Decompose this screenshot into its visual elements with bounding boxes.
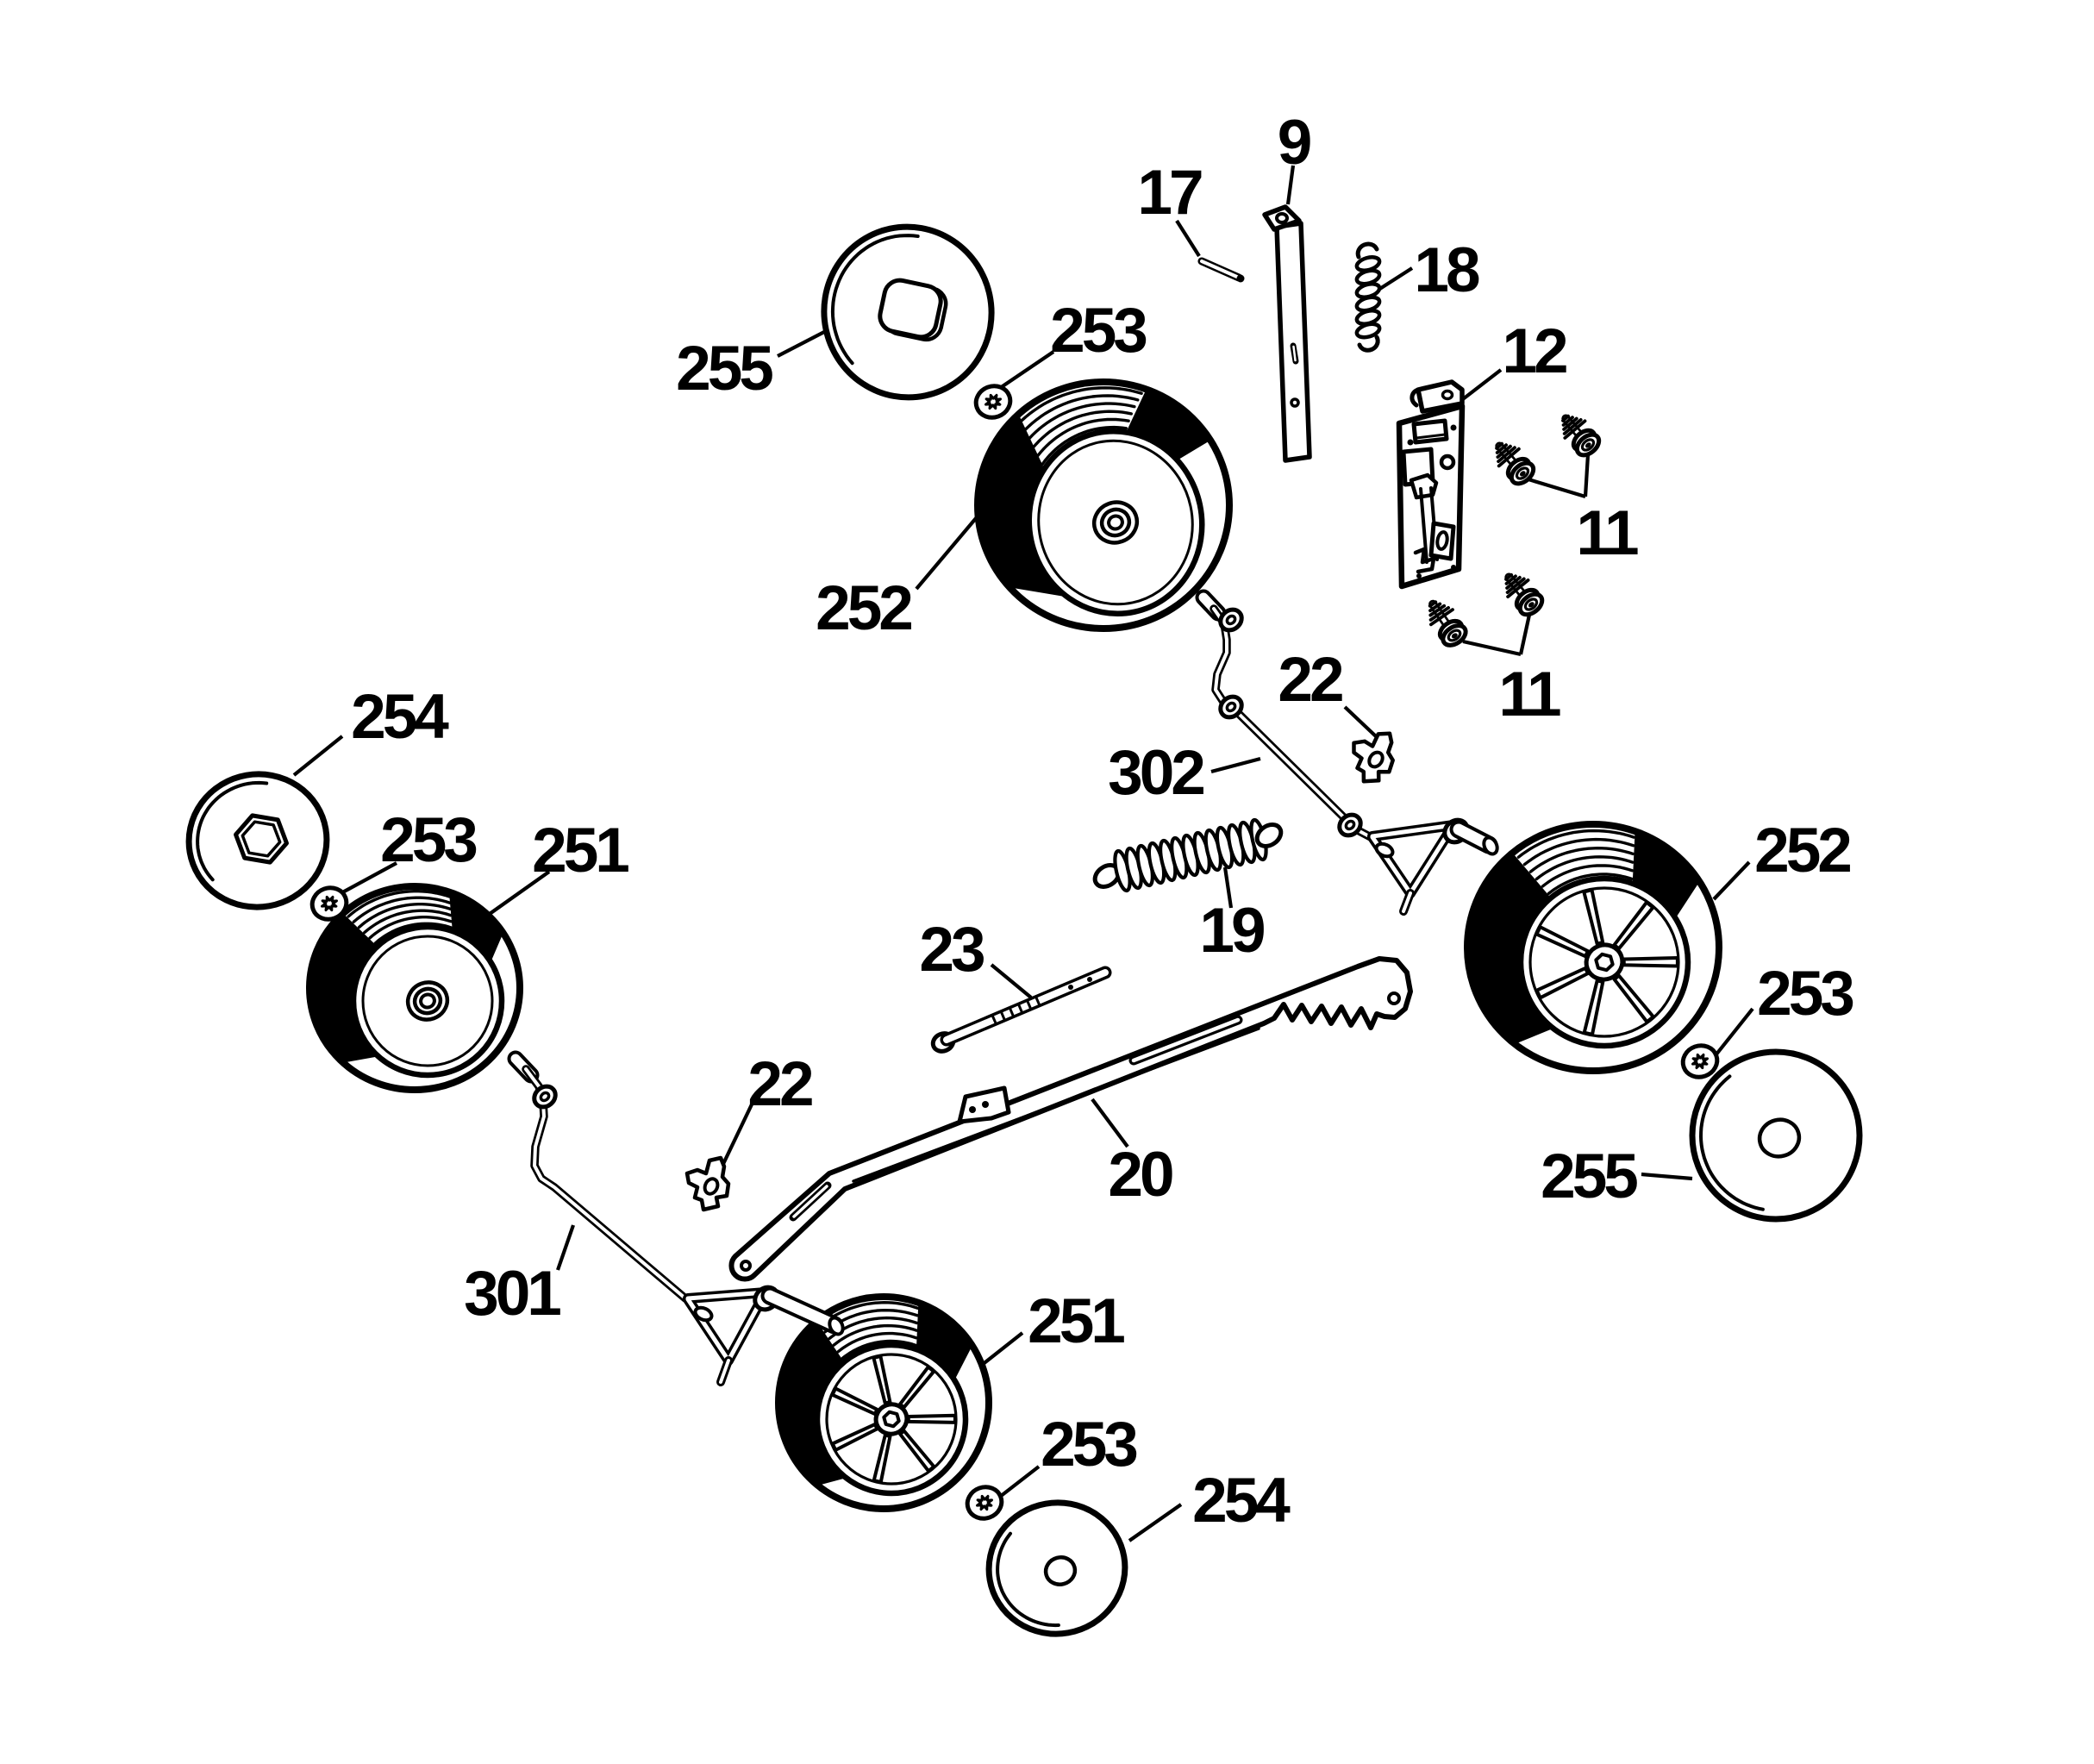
svg-text:254: 254 bbox=[1192, 1466, 1291, 1536]
svg-text:253: 253 bbox=[1041, 1410, 1136, 1479]
svg-text:251: 251 bbox=[1028, 1286, 1124, 1356]
svg-text:252: 252 bbox=[816, 573, 911, 643]
svg-text:11: 11 bbox=[1498, 660, 1560, 729]
svg-text:11: 11 bbox=[1576, 498, 1638, 568]
svg-text:251: 251 bbox=[532, 816, 628, 885]
svg-text:18: 18 bbox=[1414, 235, 1479, 305]
svg-text:19: 19 bbox=[1199, 896, 1264, 966]
svg-text:253: 253 bbox=[1757, 959, 1853, 1029]
svg-text:20: 20 bbox=[1108, 1140, 1172, 1210]
svg-text:23: 23 bbox=[919, 915, 984, 985]
svg-text:252: 252 bbox=[1754, 816, 1850, 885]
svg-text:302: 302 bbox=[1108, 738, 1203, 808]
svg-text:254: 254 bbox=[351, 682, 449, 752]
svg-text:22: 22 bbox=[747, 1049, 812, 1119]
svg-text:9: 9 bbox=[1278, 108, 1310, 178]
svg-text:301: 301 bbox=[464, 1259, 560, 1329]
svg-text:17: 17 bbox=[1137, 158, 1202, 228]
svg-text:22: 22 bbox=[1278, 645, 1342, 715]
svg-text:253: 253 bbox=[380, 805, 476, 875]
svg-text:255: 255 bbox=[1541, 1142, 1637, 1211]
svg-text:253: 253 bbox=[1050, 296, 1146, 366]
svg-text:12: 12 bbox=[1502, 316, 1566, 386]
svg-text:255: 255 bbox=[676, 334, 772, 403]
